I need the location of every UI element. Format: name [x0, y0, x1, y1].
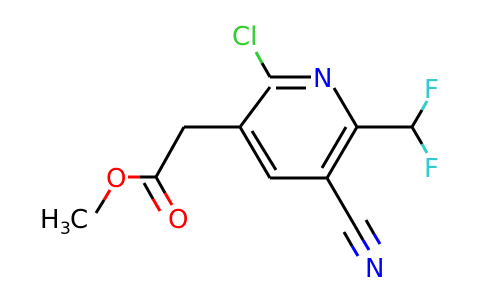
- bond-c3-c4: [238, 126, 272, 179]
- bonds: [94, 51, 429, 257]
- atom-labels: Cl N F F O O N H 3 C: [40, 22, 439, 284]
- atom-n-ring: N: [313, 64, 332, 94]
- atom-o-ester: O: [106, 164, 126, 194]
- bond-c5-c6-inner: [320, 126, 348, 169]
- bond-chf2-f-bottom: [410, 126, 429, 154]
- bond-carbonyl-double: [142, 176, 174, 212]
- atom-f-bottom: F: [424, 154, 439, 184]
- bond-c5-cnitrile: [325, 177, 357, 227]
- bond-c3-c2: [238, 86, 272, 128]
- atom-o-carbonyl: O: [168, 205, 188, 235]
- bond-c5-c6: [325, 126, 359, 179]
- atom-methyl-subscript: 3: [60, 219, 71, 239]
- bond-c6-n1: [332, 87, 359, 128]
- atom-methyl-c: C: [70, 205, 88, 235]
- atom-methyl-h: H: [40, 205, 60, 235]
- bond-c2-cl: [254, 51, 272, 78]
- bond-oester-methyl: [94, 189, 112, 214]
- methyl-group-label: H 3 C: [40, 205, 88, 239]
- bond-chf2-f-top: [410, 100, 429, 128]
- bond-ch2-ccarbonyl: [154, 126, 186, 178]
- atom-f-top: F: [424, 75, 439, 105]
- atom-n-nitrile: N: [365, 254, 384, 284]
- atom-cl: Cl: [232, 22, 257, 52]
- bond-nitrile-triple: [342, 219, 382, 257]
- bond-c3-c4-inner: [250, 130, 278, 171]
